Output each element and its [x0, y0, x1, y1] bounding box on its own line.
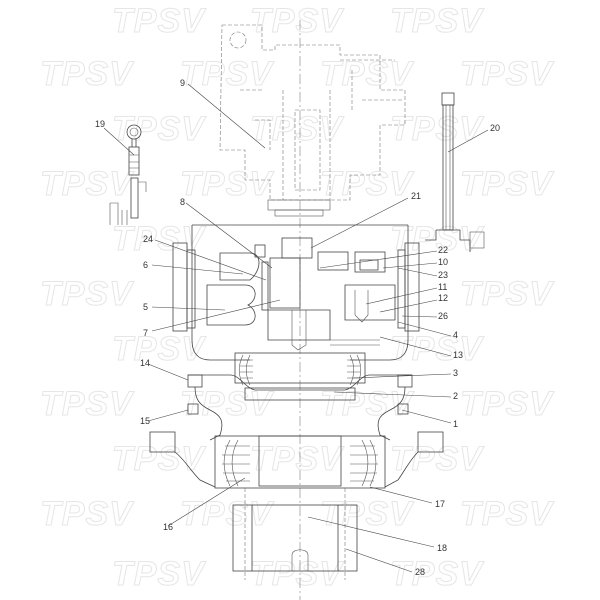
svg-text:TPSV: TPSV [250, 440, 345, 478]
callout-21: 21 [411, 191, 421, 201]
callout-24: 24 [143, 234, 153, 244]
svg-text:TPSV: TPSV [40, 165, 135, 203]
svg-text:TPSV: TPSV [250, 110, 345, 148]
watermark-layer: TPSV TPSV TPSV TPSV TPSV TPSV TPSV TPSV TPSV TP… [40, 2, 555, 594]
callout-10: 10 [438, 257, 448, 267]
svg-text:TPSV: TPSV [40, 385, 135, 423]
svg-text:TPSV: TPSV [460, 275, 555, 313]
callout-4: 4 [453, 330, 458, 340]
svg-text:TPSV: TPSV [40, 275, 135, 313]
callout-5: 5 [143, 302, 148, 312]
svg-text:TPSV: TPSV [460, 385, 555, 423]
svg-text:TPSV: TPSV [180, 495, 275, 533]
svg-text:TPSV: TPSV [112, 440, 207, 478]
svg-text:TPSV: TPSV [112, 2, 207, 40]
svg-text:TPSV: TPSV [112, 555, 207, 593]
svg-text:TPSV: TPSV [40, 55, 135, 93]
callout-12: 12 [438, 293, 448, 303]
callout-23: 23 [438, 270, 448, 280]
svg-text:TPSV: TPSV [320, 495, 415, 533]
callout-6: 6 [143, 260, 148, 270]
callout-11: 11 [438, 282, 447, 292]
callout-1: 1 [453, 419, 458, 429]
svg-text:TPSV: TPSV [390, 555, 485, 593]
callout-14: 14 [140, 358, 150, 368]
svg-text:TPSV: TPSV [180, 165, 275, 203]
svg-text:TPSV: TPSV [460, 495, 555, 533]
svg-text:TPSV: TPSV [390, 440, 485, 478]
svg-text:TPSV: TPSV [390, 2, 485, 40]
housing-assembly [149, 224, 444, 580]
callout-22: 22 [438, 245, 448, 255]
svg-text:TPSV: TPSV [112, 220, 207, 258]
callout-9: 9 [180, 78, 185, 88]
svg-text:TPSV: TPSV [460, 165, 555, 203]
svg-text:TPSV: TPSV [180, 55, 275, 93]
svg-text:TPSV: TPSV [112, 330, 207, 368]
callout-18: 18 [437, 543, 447, 553]
callout-labels: 1 2 3 4 5 6 7 8 9 10 11 12 13 14 15 16 1… [95, 78, 500, 577]
svg-text:TPSV: TPSV [250, 555, 345, 593]
svg-text:TPSV: TPSV [250, 2, 345, 40]
callout-8: 8 [180, 197, 185, 207]
callout-7: 7 [143, 328, 148, 338]
svg-text:TPSV: TPSV [40, 495, 135, 533]
leader-lines [103, 83, 489, 573]
svg-text:TPSV: TPSV [390, 330, 485, 368]
callout-19: 19 [95, 119, 105, 129]
svg-text:TPSV: TPSV [390, 110, 485, 148]
part-19-eyebolt [109, 124, 147, 225]
svg-text:TPSV: TPSV [320, 55, 415, 93]
callout-15: 15 [140, 416, 150, 426]
svg-text:TPSV: TPSV [460, 55, 555, 93]
callout-28: 28 [415, 567, 425, 577]
callout-16: 16 [163, 522, 173, 532]
callout-3: 3 [453, 368, 458, 378]
callout-13: 13 [453, 350, 463, 360]
callout-26: 26 [438, 311, 448, 321]
callout-17: 17 [435, 499, 445, 509]
svg-text:TPSV: TPSV [320, 165, 415, 203]
callout-2: 2 [453, 391, 458, 401]
svg-text:TPSV: TPSV [112, 110, 207, 148]
callout-20: 20 [490, 123, 500, 133]
part-20-rod [425, 92, 485, 252]
